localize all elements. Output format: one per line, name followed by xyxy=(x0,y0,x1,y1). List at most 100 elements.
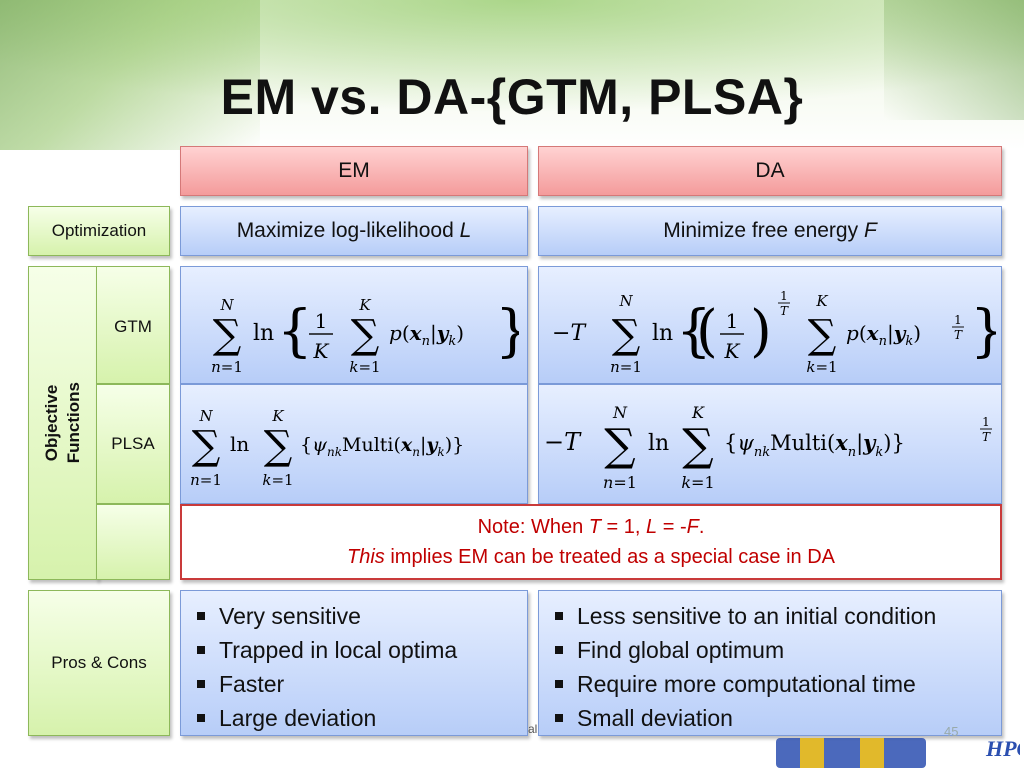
svg-text:∑: ∑ xyxy=(351,312,380,358)
svg-text:}: } xyxy=(495,299,519,364)
corner-decoration-right xyxy=(884,0,1024,120)
note-box: Note: When T = 1, L = -F. This implies E… xyxy=(180,504,1002,580)
svg-text:K: K xyxy=(691,403,705,422)
svg-text:{: { xyxy=(277,299,313,364)
svg-text:N: N xyxy=(618,292,633,310)
em-plsa-formula: N ∑ n=1 ln K ∑ k=1 {ψnkMulti(xn|yk)} xyxy=(190,407,464,489)
da-pros-cons-list: Less sensitive to an initial condition F… xyxy=(549,599,936,735)
svg-text:k=1: k=1 xyxy=(262,471,293,489)
em-optimization-text: Maximize log-likelihood L xyxy=(236,219,472,242)
list-item: Less sensitive to an initial condition xyxy=(549,599,936,633)
list-item: Require more computational time xyxy=(549,667,936,701)
da-plsa-formula: −T N ∑ n=1 ln K ∑ k=1 {ψnkMulti(xn|yk)} … xyxy=(544,403,992,492)
svg-text:∑: ∑ xyxy=(213,312,242,358)
svg-text:−T: −T xyxy=(544,428,582,456)
gtm-label: GTM xyxy=(114,317,152,336)
svg-text:T: T xyxy=(780,304,789,318)
svg-text:): ) xyxy=(750,299,772,364)
svg-text:(: ( xyxy=(696,299,718,364)
slide-title: EM vs. DA-{GTM, PLSA} xyxy=(220,69,804,125)
svg-text:∑: ∑ xyxy=(682,420,713,471)
da-optimization-text: Minimize free energy F xyxy=(663,219,877,242)
svg-text:ln: ln xyxy=(652,321,673,346)
svg-text:1: 1 xyxy=(780,289,788,303)
svg-text:∑: ∑ xyxy=(192,423,221,469)
svg-text:∑: ∑ xyxy=(604,420,635,471)
list-item: Faster xyxy=(191,667,457,701)
svg-text:n=1: n=1 xyxy=(211,358,243,376)
da-gtm-formula-cell: −T N ∑ n=1 ln { ( 1 K ) 1 T K ∑ k=1 p(xn… xyxy=(538,266,1002,384)
svg-text:n=1: n=1 xyxy=(610,358,642,376)
svg-text:N: N xyxy=(219,296,234,314)
da-column-header: DA xyxy=(538,146,1002,196)
plsa-label: PLSA xyxy=(111,434,155,453)
pros-cons-label-cell: Pros & Cons xyxy=(28,590,170,736)
pros-cons-label: Pros & Cons xyxy=(51,653,147,672)
salsa-hpc-logo: HPC xyxy=(776,736,1020,768)
svg-text:K: K xyxy=(313,339,330,363)
da-optimization-variable: F xyxy=(863,219,877,242)
svg-text:k=1: k=1 xyxy=(349,358,380,376)
svg-text:K: K xyxy=(358,296,371,314)
corner-decoration-left xyxy=(0,0,260,150)
gtm-label-cell: GTM xyxy=(96,266,170,384)
svg-text:1: 1 xyxy=(315,309,328,333)
list-item: Find global optimum xyxy=(549,633,936,667)
svg-text:1: 1 xyxy=(982,415,990,429)
list-item: Large deviation xyxy=(191,701,457,735)
footer-fragment: al xyxy=(528,722,538,736)
list-item: Trapped in local optima xyxy=(191,633,457,667)
optimization-row-label: Optimization xyxy=(28,206,170,256)
em-pros-cons-list: Very sensitive Trapped in local optima F… xyxy=(191,599,457,735)
em-optimization-variable: L xyxy=(459,219,472,242)
em-gtm-formula-cell: N ∑ n=1 ln { 1 K K ∑ k=1 p(xn|yk) } xyxy=(180,266,528,384)
em-column-header: EM xyxy=(180,146,528,196)
list-item: Very sensitive xyxy=(191,599,457,633)
empty-label-cell xyxy=(96,504,170,580)
note-line-1: Note: When T = 1, L = -F. xyxy=(477,516,705,538)
em-optimization-cell: Maximize log-likelihood L xyxy=(180,206,528,256)
svg-text:ln: ln xyxy=(253,321,274,346)
svg-text:K: K xyxy=(815,292,828,310)
svg-text:T: T xyxy=(954,328,963,342)
svg-text:{: { xyxy=(676,299,712,364)
svg-text:k=1: k=1 xyxy=(806,358,837,376)
svg-text:1: 1 xyxy=(954,313,962,327)
svg-text:ln: ln xyxy=(230,432,249,456)
page-number: 45 xyxy=(944,724,959,739)
svg-text:N: N xyxy=(612,403,628,422)
da-optimization-cell: Minimize free energy F xyxy=(538,206,1002,256)
svg-text:K: K xyxy=(724,339,741,363)
svg-text:K: K xyxy=(271,407,284,425)
optimization-label: Optimization xyxy=(51,221,147,240)
em-gtm-formula: N ∑ n=1 ln { 1 K K ∑ k=1 p(xn|yk) } xyxy=(211,296,519,376)
em-header-label: EM xyxy=(338,159,370,182)
svg-text:p(xn|yk): p(xn|yk) xyxy=(846,321,921,349)
em-pros-cons-cell: Very sensitive Trapped in local optima F… xyxy=(180,590,528,736)
svg-text:∑: ∑ xyxy=(612,312,641,358)
list-item: Small deviation xyxy=(549,701,936,735)
da-header-label: DA xyxy=(755,159,785,182)
svg-text:p(xn|yk): p(xn|yk) xyxy=(389,321,464,349)
svg-text:T: T xyxy=(982,430,991,444)
svg-text:}: } xyxy=(970,299,996,364)
svg-text:1: 1 xyxy=(726,309,739,333)
svg-text:ln: ln xyxy=(648,431,669,456)
svg-text:−T: −T xyxy=(552,321,587,346)
note-line-2: This implies EM can be treated as a spec… xyxy=(346,546,835,568)
svg-text:∑: ∑ xyxy=(808,312,837,358)
da-gtm-formula: −T N ∑ n=1 ln { ( 1 K ) 1 T K ∑ k=1 p(xn… xyxy=(552,289,996,376)
svg-text:N: N xyxy=(198,407,213,425)
svg-text:n=1: n=1 xyxy=(190,471,222,489)
svg-text:{ψnkMulti(xn|yk)}: {ψnkMulti(xn|yk)} xyxy=(300,434,464,459)
svg-text:{ψnkMulti(xn|yk)}: {ψnkMulti(xn|yk)} xyxy=(724,430,905,460)
logo-hpc-text: HPC xyxy=(985,736,1020,761)
svg-text:k=1: k=1 xyxy=(681,473,714,492)
plsa-label-cell: PLSA xyxy=(96,384,170,504)
da-plsa-formula-cell: −T N ∑ n=1 ln K ∑ k=1 {ψnkMulti(xn|yk)} … xyxy=(538,384,1002,504)
svg-text:∑: ∑ xyxy=(264,423,293,469)
em-plsa-formula-cell: N ∑ n=1 ln K ∑ k=1 {ψnkMulti(xn|yk)} xyxy=(180,384,528,504)
da-pros-cons-cell: Less sensitive to an initial condition F… xyxy=(538,590,1002,736)
